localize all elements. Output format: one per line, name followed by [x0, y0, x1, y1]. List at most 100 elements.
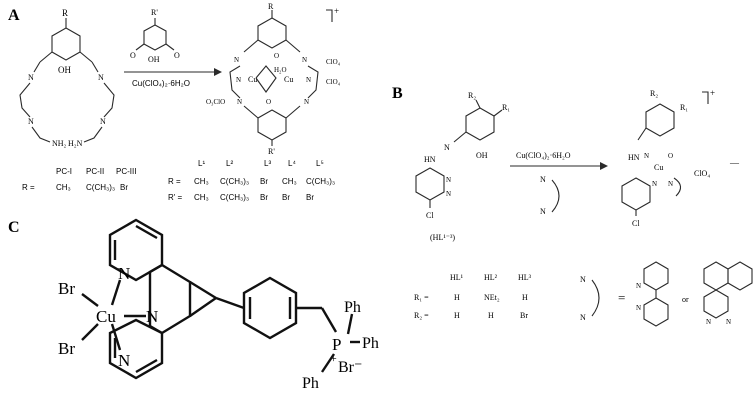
ligand-row-1-v4: CH₃: [282, 177, 297, 186]
bond: [39, 51, 53, 63]
product-n-4: N: [306, 76, 311, 84]
bond: [31, 126, 51, 143]
cu-n-bond-top: [110, 279, 122, 306]
reaction-a-reagent: Cu(ClO₄)₂·6H₂O: [132, 79, 190, 88]
product-b-cu: Cu: [654, 163, 663, 172]
precursor-structure: R OH N N N N NH₂ H₂N: [19, 8, 115, 148]
arrow-head-b: [600, 162, 608, 170]
product-o3clo: O₃ClO: [206, 98, 225, 106]
product-charge-a: +: [334, 6, 339, 16]
ligand-row-1-v2: C(CH₃)₃: [220, 177, 249, 186]
bond: [321, 353, 335, 373]
bond: [165, 43, 175, 51]
product-b-pyridazine-ring: [621, 177, 651, 211]
def-diamine-arc: [591, 279, 600, 317]
ligand-row-1-label: R =: [168, 177, 181, 186]
product-n-2: N: [302, 56, 307, 64]
arrow-head: [214, 68, 222, 76]
product-b-cl: Cl: [632, 219, 640, 228]
precursor-n-label-2: N: [98, 73, 104, 82]
pc-header-2: PC-II: [86, 167, 104, 176]
ligand-header-4: L⁴: [288, 159, 296, 168]
reagent-rprime-label: R': [151, 8, 158, 17]
ligand-row-1-v5: C(CH₃)₃: [306, 177, 335, 186]
product-o-bottom: O: [266, 98, 271, 106]
precursor-oh-label: OH: [58, 65, 71, 75]
pc-header-3: PC-III: [116, 167, 136, 176]
product-bottom-ring: [257, 109, 287, 141]
bond: [453, 131, 467, 143]
bipy-ring-2: [643, 297, 669, 327]
charge-bracket-a: [326, 9, 333, 22]
product-complex-b: R₂ R₁ + HN N O Cu N N Cl ClO₄ —: [621, 88, 740, 228]
product-core: [255, 65, 277, 93]
pc-value-1: CH₃: [56, 183, 71, 192]
dialdehyde-o-right: O: [174, 51, 180, 60]
ligand-header-3: L³: [264, 159, 271, 168]
product-top-ring: [257, 17, 287, 49]
def-n-bottom: N: [580, 313, 586, 322]
cu-br-bond-2: [81, 323, 99, 341]
dialdehyde-oh-label: OH: [148, 55, 160, 64]
ligand-row-2-v4: Br: [282, 193, 290, 202]
ligand-table: L¹ L² L³ L⁴ L⁵ R = CH₃ C(CH₃)₃ Br CH₃ C(…: [168, 159, 335, 202]
pc-value-3: Br: [120, 183, 128, 192]
charge-bracket-b: [702, 91, 709, 104]
product-b-diamine-arc: [673, 177, 682, 197]
bond: [285, 39, 301, 53]
hl-row-1-v3: H: [522, 293, 528, 302]
product-b-phenol-ring: [645, 103, 675, 137]
def-n-top: N: [580, 275, 586, 284]
ligand-r1: R₁: [502, 103, 510, 112]
pc-header-1: PC-I: [56, 167, 72, 176]
ligand-n-imine: N: [444, 143, 450, 152]
bond: [475, 99, 481, 109]
product-clo4-2: ClO₄: [326, 78, 341, 86]
diamine-definition: N N = N N or N N: [580, 261, 753, 327]
bond: [91, 61, 99, 73]
hl-row-1-label: R₁ =: [414, 293, 429, 302]
bond: [637, 127, 647, 141]
bond: [243, 39, 259, 53]
phen-n-1: N: [706, 318, 711, 326]
def-or: or: [682, 295, 689, 304]
phenyl-ph-3: Ph: [302, 375, 319, 392]
product-b-hn: HN: [628, 153, 640, 162]
hl-row-2-label: R₂ =: [414, 311, 429, 320]
product-b-n-ring: N: [652, 180, 657, 188]
panel-b-label: B: [392, 85, 403, 102]
hl-table: HL¹ HL² HL³ R₁ = H NEt₂ H R₂ = H H Br: [414, 273, 532, 320]
precursor-phenol-ring: [51, 27, 81, 61]
bond: [83, 126, 103, 143]
product-complex-a: R O N N N N Cu Cu H₂O N N O₃ClO O R' + C: [206, 2, 341, 156]
bond: [189, 297, 217, 317]
precursor-h2n-label: H₂N: [68, 139, 83, 148]
ligand-hn: HN: [424, 155, 436, 164]
product-n-5: N: [237, 98, 242, 106]
ligand-cl: Cl: [426, 211, 434, 220]
hl-header-3: HL³: [518, 273, 532, 282]
ligand-r2: R₂: [468, 91, 476, 100]
reaction-arrow-b: Cu(ClO₄)₂·6H₂O N N: [510, 151, 608, 216]
product-b-r1: R₁: [680, 103, 688, 112]
precursor-r-label: R: [62, 8, 68, 18]
terpy-n-center: N: [146, 307, 158, 326]
panel-b: B R₂ R₁ OH N HN N N Cl (HL¹⁻³) Cu(ClO₄)₂…: [392, 85, 753, 327]
ligand-row-1-v1: CH₃: [194, 177, 209, 186]
bipy-ring-1: [643, 261, 669, 291]
bond: [33, 61, 41, 73]
phen-n-2: N: [726, 318, 731, 326]
panel-a: A R OH N N N N NH₂ H₂N R' OH: [8, 2, 341, 202]
hl-row-2-v2: H: [488, 311, 494, 320]
phen-ring-1: [703, 261, 729, 291]
precursor-nh2-label: NH₂: [52, 139, 67, 148]
diamine-arc: [551, 179, 560, 213]
phen-ring-2: [727, 261, 753, 291]
product-n-1: N: [234, 56, 239, 64]
product-rprime-label: R': [268, 147, 275, 156]
ligand-oh: OH: [476, 151, 488, 160]
phenyl-linker: [242, 276, 298, 340]
cu-br-bond-1: [81, 293, 99, 307]
phen-ring-3: [703, 289, 729, 319]
